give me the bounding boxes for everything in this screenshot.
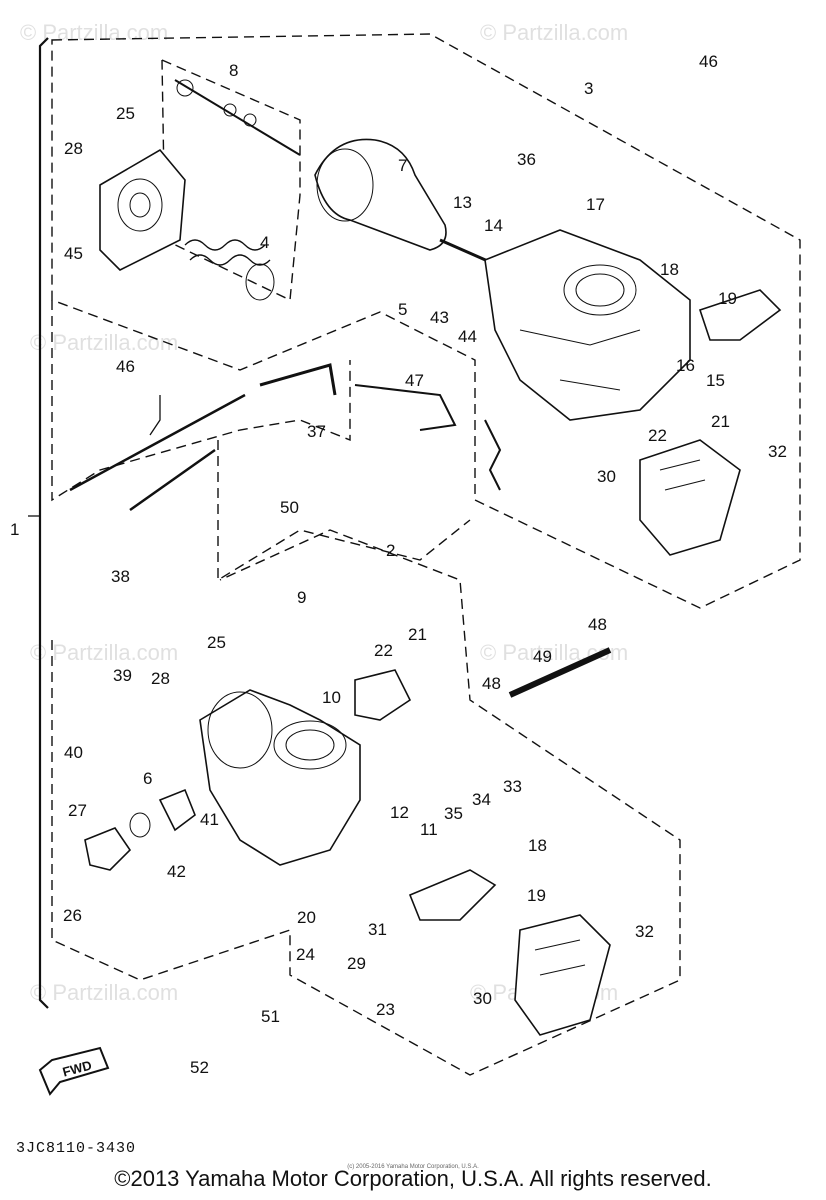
part-label-25a: 25 — [116, 104, 135, 123]
part-label-7: 7 — [398, 156, 407, 175]
part-label-50: 50 — [280, 498, 299, 517]
part-label-11: 11 — [420, 820, 438, 839]
part-label-48b: 48 — [482, 674, 501, 693]
part-label-8: 8 — [229, 61, 238, 80]
part-label-9: 9 — [297, 588, 306, 607]
part-label-19a: 19 — [718, 289, 737, 308]
part-label-18b: 18 — [528, 836, 547, 855]
part-label-45: 45 — [64, 244, 83, 263]
assembly-1-bracket — [38, 37, 49, 1009]
part-labels: 1234567891011121314151617181819192021212… — [10, 52, 787, 1077]
part-label-38: 38 — [111, 567, 130, 586]
spring-upper — [184, 239, 275, 301]
part-label-47: 47 — [405, 371, 424, 390]
part-label-18a: 18 — [660, 260, 679, 279]
part-label-46a: 46 — [699, 52, 718, 71]
carburetor-body-lower — [199, 669, 611, 1036]
part-label-21a: 21 — [711, 412, 730, 431]
part-label-43: 43 — [430, 308, 449, 327]
part-label-16: 16 — [676, 356, 695, 375]
part-label-44: 44 — [458, 327, 477, 346]
watermark-text: © Partzilla.com — [20, 20, 168, 45]
upper-group-boundary — [51, 33, 801, 609]
part-label-27: 27 — [68, 801, 87, 820]
diaphragm-cover-lower — [84, 788, 196, 871]
part-label-13: 13 — [453, 193, 472, 212]
part-label-28b: 28 — [151, 669, 170, 688]
watermark-text: © Partzilla.com — [30, 640, 178, 665]
part-label-2: 2 — [386, 541, 395, 560]
piston-valve — [314, 138, 447, 251]
part-label-32b: 32 — [635, 922, 654, 941]
part-label-34: 34 — [472, 790, 491, 809]
part-label-19b: 19 — [527, 886, 546, 905]
part-label-22b: 22 — [374, 641, 393, 660]
watermark-text: © Partzilla.com — [30, 330, 178, 355]
part-label-30b: 30 — [473, 989, 492, 1008]
part-label-37: 37 — [307, 422, 326, 441]
reference-code: 3JC8110-3430 — [16, 1140, 137, 1157]
part-label-12: 12 — [390, 803, 409, 822]
mid-group-boundary — [51, 300, 351, 502]
part-label-26: 26 — [63, 906, 82, 925]
part-label-22a: 22 — [648, 426, 667, 445]
part-label-20: 20 — [297, 908, 316, 927]
part-label-40: 40 — [64, 743, 83, 762]
part-label-6: 6 — [143, 769, 152, 788]
part-label-41: 41 — [200, 810, 219, 829]
part-label-36: 36 — [517, 150, 536, 169]
diaphragm-cover-upper — [99, 148, 186, 271]
part-label-24: 24 — [296, 945, 315, 964]
part-label-49: 49 — [533, 647, 552, 666]
part-label-30a: 30 — [597, 467, 616, 486]
mid-group-boundary-2 — [217, 440, 471, 582]
part-label-31: 31 — [368, 920, 387, 939]
linkage-rods — [69, 363, 612, 698]
fwd-label: FWD — [61, 1057, 93, 1079]
part-label-1: 1 — [10, 520, 19, 539]
part-label-51: 51 — [261, 1007, 280, 1026]
needle-jet — [174, 79, 491, 264]
part-label-32a: 32 — [768, 442, 787, 461]
copyright-notice: ©2013 Yamaha Motor Corporation, U.S.A. A… — [114, 1166, 712, 1191]
part-label-35: 35 — [444, 804, 463, 823]
fwd-arrow: FWD — [38, 1046, 110, 1096]
part-label-29: 29 — [347, 954, 366, 973]
part-label-23: 23 — [376, 1000, 395, 1019]
part-label-15: 15 — [706, 371, 725, 390]
part-label-3: 3 — [584, 79, 593, 98]
part-label-4: 4 — [260, 233, 269, 252]
part-label-46b: 46 — [116, 357, 135, 376]
watermark-text: © Partzilla.com — [480, 20, 628, 45]
part-label-17: 17 — [586, 195, 605, 214]
part-label-10: 10 — [322, 688, 341, 707]
watermark-text: © Partzilla.com — [30, 980, 178, 1005]
tiny-copyright: (c) 2005-2016 Yamaha Motor Corporation, … — [347, 1164, 479, 1170]
part-label-42: 42 — [167, 862, 186, 881]
part-label-5: 5 — [398, 300, 407, 319]
part-label-28a: 28 — [64, 139, 83, 158]
part-label-39: 39 — [113, 666, 132, 685]
part-label-48a: 48 — [588, 615, 607, 634]
part-label-25b: 25 — [207, 633, 226, 652]
part-label-21b: 21 — [408, 625, 427, 644]
carburetor-body-upper — [484, 229, 782, 556]
part-label-33: 33 — [503, 777, 522, 796]
part-label-14: 14 — [484, 216, 503, 235]
part-label-52: 52 — [190, 1058, 209, 1077]
